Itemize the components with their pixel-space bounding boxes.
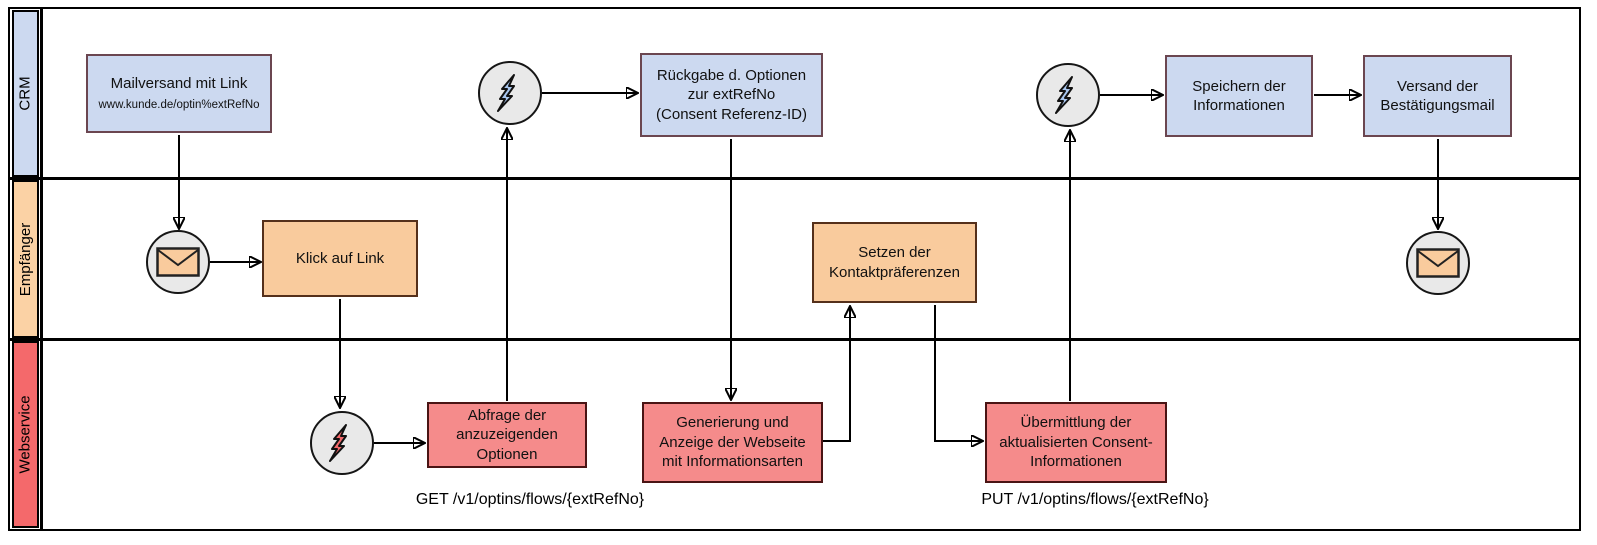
- task-generierung-webseite[interactable]: Generierung und Anzeige der Webseite mit…: [642, 402, 823, 483]
- task-label: Versand der Bestätigungsmail: [1380, 77, 1495, 115]
- task-label: Mailversand mit Link: [110, 75, 248, 93]
- task-label: Speichern der Informationen: [1192, 77, 1286, 115]
- lane-label-crm: CRM: [17, 76, 35, 111]
- lane-label-empfaenger: Empfänger: [17, 222, 34, 296]
- lightning-icon: [497, 74, 515, 112]
- lightning-icon: [1055, 76, 1073, 114]
- label-put-endpoint: PUT /v1/optins/flows/{extRefNo}: [981, 491, 1209, 508]
- mail-icon: [156, 247, 200, 277]
- task-rueckgabe-optionen[interactable]: Rückgabe d. Optionen zur extRefNo (Conse…: [640, 53, 823, 137]
- task-mailversand-mit-link[interactable]: Mailversand mit Link www.kunde.de/optin%…: [86, 54, 272, 133]
- lane-label-webservice: Webservice: [17, 395, 34, 474]
- lightning-icon: [329, 424, 347, 462]
- task-setzen-kontaktpraeferenzen[interactable]: Setzen der Kontaktpräferenzen: [812, 222, 977, 303]
- event-webservice-call[interactable]: [310, 411, 374, 475]
- event-confirmation-mail[interactable]: [1406, 231, 1470, 295]
- task-sublabel-url: www.kunde.de/optin%extRefNo: [98, 98, 260, 111]
- lane-strip-empfaenger: Empfänger: [12, 180, 39, 338]
- task-label: Klick auf Link: [295, 249, 385, 267]
- task-label: Generierung und Anzeige der Webseite mit…: [659, 414, 806, 471]
- lane-divider-empfaenger-webservice: [10, 338, 1579, 341]
- task-label: Übermittlung der aktualisierten Consent-…: [999, 414, 1153, 471]
- event-mail-received[interactable]: [146, 230, 210, 294]
- task-abfrage-optionen[interactable]: Abfrage der anzuzeigenden Optionen: [427, 402, 587, 468]
- task-klick-auf-link[interactable]: Klick auf Link: [262, 220, 418, 297]
- label-get-endpoint: GET /v1/optins/flows/{extRefNo}: [415, 491, 645, 508]
- lane-label-divider: [40, 7, 43, 531]
- task-label: Setzen der Kontaktpräferenzen: [829, 244, 960, 281]
- task-versand-bestaetigungsmail[interactable]: Versand der Bestätigungsmail: [1363, 55, 1512, 137]
- task-label: Abfrage der anzuzeigenden Optionen: [456, 406, 558, 463]
- task-speichern-informationen[interactable]: Speichern der Informationen: [1165, 55, 1313, 137]
- task-uebermittlung-consent[interactable]: Übermittlung der aktualisierten Consent-…: [985, 402, 1167, 483]
- task-label: Rückgabe d. Optionen zur extRefNo (Conse…: [656, 66, 807, 123]
- lane-strip-crm: CRM: [12, 10, 39, 177]
- event-webservice-response-1[interactable]: [478, 61, 542, 125]
- lane-divider-crm-empfaenger: [10, 177, 1579, 180]
- mail-icon: [1416, 248, 1460, 278]
- event-webservice-response-2[interactable]: [1036, 63, 1100, 127]
- lane-strip-webservice: Webservice: [12, 341, 39, 528]
